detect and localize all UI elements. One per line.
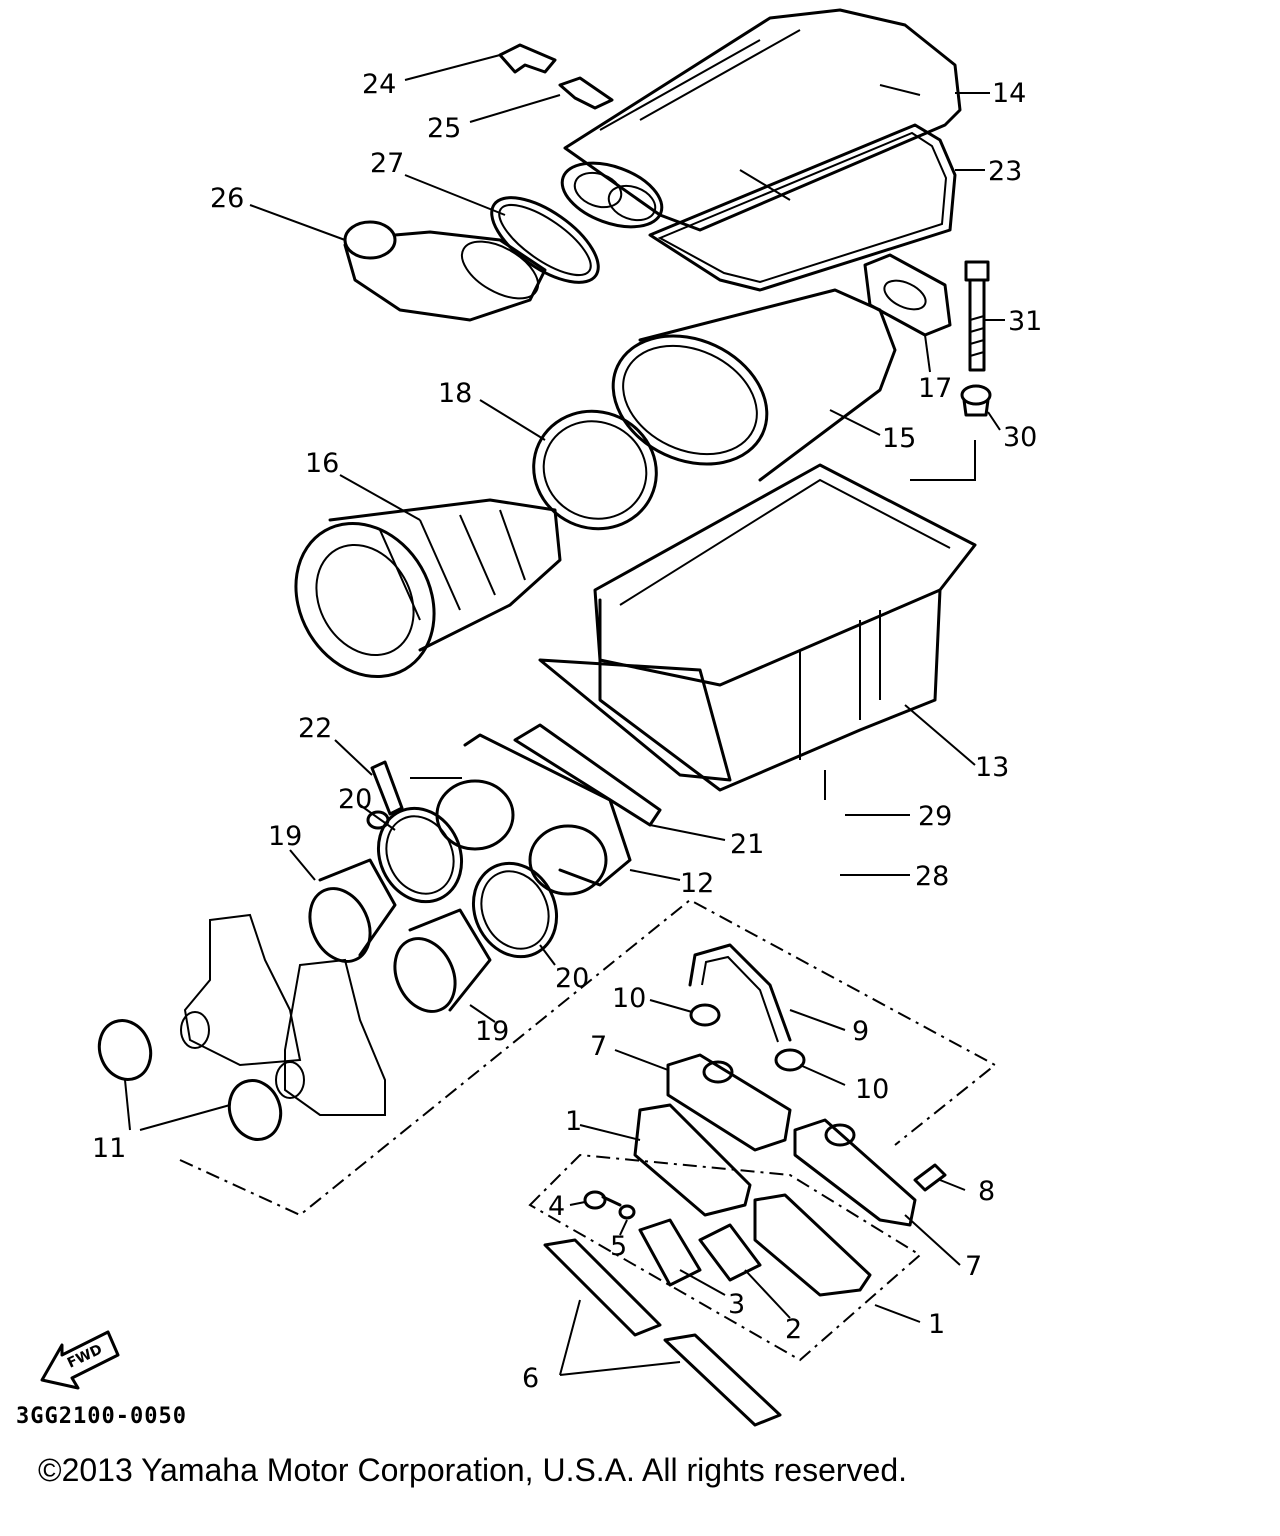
callout-13: 13: [975, 752, 1009, 783]
part-1-reed-valve-right: [753, 1193, 872, 1297]
callout-22: 22: [298, 713, 332, 744]
callout-9: 9: [852, 1016, 869, 1047]
part-17-cap: [863, 253, 952, 337]
part-24-clip: [498, 43, 557, 74]
callout-20-upper: 20: [338, 784, 372, 815]
callout-20-lower: 20: [555, 963, 589, 994]
callout-31: 31: [1008, 306, 1042, 337]
part-25-clip: [558, 76, 614, 110]
part-22-screw: [366, 760, 404, 830]
part-11-clamp-right: [227, 1079, 283, 1141]
fwd-arrow-icon: FWD: [40, 1330, 120, 1390]
callout-26: 26: [210, 183, 244, 214]
callout-4: 4: [548, 1191, 565, 1222]
part-30-grommet: [960, 384, 992, 417]
part-9-hose: [688, 943, 792, 1043]
part-14-intake-duct: [560, 8, 962, 232]
part-10-clip-a: [689, 1003, 721, 1027]
part-19-joint-upper: [308, 858, 397, 963]
callout-11: 11: [92, 1133, 126, 1164]
callout-15: 15: [882, 423, 916, 454]
part-20-clamp-upper: [376, 806, 464, 904]
part-5-washer: [618, 1204, 636, 1220]
callout-19-upper: 19: [268, 821, 302, 852]
part-20-clamp-lower: [471, 861, 559, 959]
callout-6: 6: [522, 1363, 539, 1394]
part-6-gasket-left: [543, 1238, 662, 1337]
diagram-reference-code: 3GG2100-0050: [16, 1404, 187, 1429]
part-3-stopper: [638, 1218, 702, 1287]
callout-1-lower: 1: [928, 1309, 945, 1340]
part-11-clamp-left: [97, 1019, 153, 1081]
part-7-manifold-left: [666, 1053, 792, 1152]
part-7-manifold-right: [793, 1118, 917, 1227]
callout-labels: 24 25 14 27 23 26 31 17 18 15 30 16 22 1…: [92, 69, 1042, 1394]
callout-8: 8: [978, 1176, 995, 1207]
part-31-bolt: [964, 260, 990, 372]
callout-16: 16: [305, 448, 339, 479]
callout-5: 5: [610, 1231, 627, 1262]
exploded-parts-diagram: FWD: [40, 8, 1042, 1427]
part-4-screw: [583, 1190, 622, 1210]
callout-23: 23: [988, 156, 1022, 187]
part-2-reed: [698, 1223, 762, 1282]
callout-7-left: 7: [590, 1031, 607, 1062]
part-26-intake-elbow: [343, 220, 547, 322]
callout-29: 29: [918, 801, 952, 832]
callout-30: 30: [1003, 422, 1037, 453]
part-18-ring: [532, 409, 658, 531]
part-16-element-guide: [294, 498, 562, 679]
callout-24: 24: [362, 69, 396, 100]
callout-21: 21: [730, 829, 764, 860]
callout-10-upper: 10: [612, 983, 646, 1014]
part-6-gasket-right: [663, 1333, 782, 1427]
part-15-element: [611, 288, 897, 482]
callout-12: 12: [680, 868, 714, 899]
part-10-clip-b: [774, 1048, 806, 1072]
copyright-notice: ©2013 Yamaha Motor Corporation, U.S.A. A…: [38, 1452, 908, 1488]
callout-10-lower: 10: [855, 1074, 889, 1105]
callout-7-right: 7: [965, 1251, 982, 1282]
part-27-band-clamp: [490, 196, 600, 284]
callout-27: 27: [370, 148, 404, 179]
callout-25: 25: [427, 113, 461, 144]
callout-3: 3: [728, 1289, 745, 1320]
callout-19-lower: 19: [475, 1016, 509, 1047]
fwd-label: FWD: [65, 1342, 105, 1372]
part-23-gasket: [648, 123, 957, 292]
callout-2: 2: [785, 1314, 802, 1345]
callout-28: 28: [915, 861, 949, 892]
part-12-joint: [435, 733, 632, 896]
part-1-reed-valve-left: [633, 1103, 752, 1217]
callout-14: 14: [992, 78, 1026, 109]
part-8-bolt: [913, 1163, 947, 1192]
part-19-joint-lower: [393, 908, 492, 1013]
callout-18: 18: [438, 378, 472, 409]
group-boundaries: [179, 440, 997, 1362]
callout-17: 17: [918, 373, 952, 404]
callout-1-upper: 1: [565, 1106, 582, 1137]
carburetor-outline: [180, 913, 386, 1116]
part-13-filter-case: [538, 463, 977, 792]
leader-lines: [124, 54, 1005, 1376]
